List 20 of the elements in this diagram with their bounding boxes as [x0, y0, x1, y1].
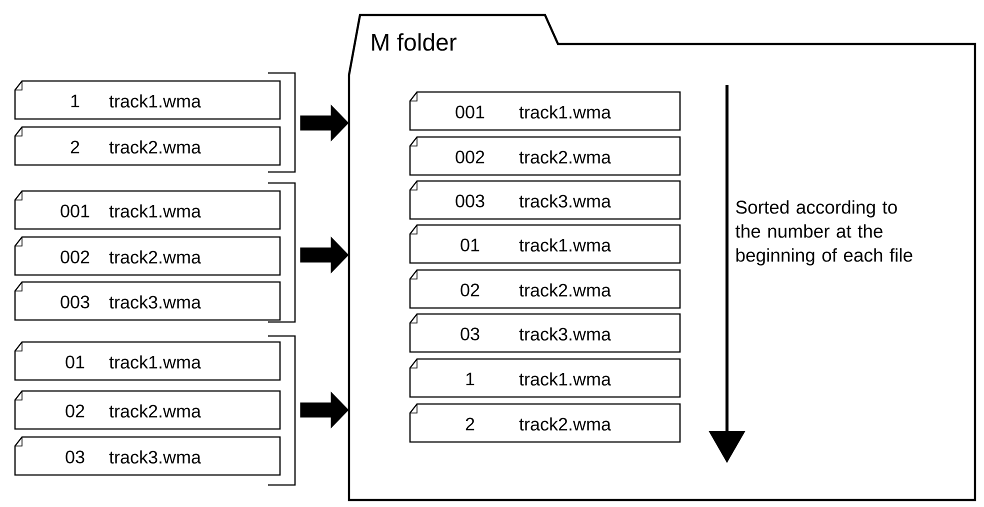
- file-box: 002 track2.wma: [409, 136, 681, 176]
- file-box: 03 track3.wma: [409, 313, 681, 353]
- bracket: [268, 335, 296, 486]
- file-box: 1 track1.wma: [409, 358, 681, 398]
- file-box: 003 track3.wma: [409, 180, 681, 220]
- file-box: 02 track2.wma: [409, 269, 681, 309]
- file-box: 002 track2.wma: [14, 236, 281, 276]
- file-box: 001 track1.wma: [409, 91, 681, 131]
- file-box: 02 track2.wma: [14, 390, 281, 430]
- file-box: 03 track3.wma: [14, 436, 281, 476]
- file-box: 003 track3.wma: [14, 281, 281, 321]
- file-box: 01 track1.wma: [14, 341, 281, 381]
- bracket: [268, 182, 296, 323]
- bracket: [268, 72, 296, 173]
- note: Sorted according to the number at the beginning of each file: [735, 200, 912, 266]
- file-box: 2 track2.wma: [409, 403, 681, 443]
- file-box: 001 track1.wma: [14, 190, 281, 230]
- file-box: 01 track1.wma: [409, 224, 681, 264]
- file-box: 2 track2.wma: [14, 126, 281, 166]
- file-box: 1 track1.wma: [14, 80, 281, 120]
